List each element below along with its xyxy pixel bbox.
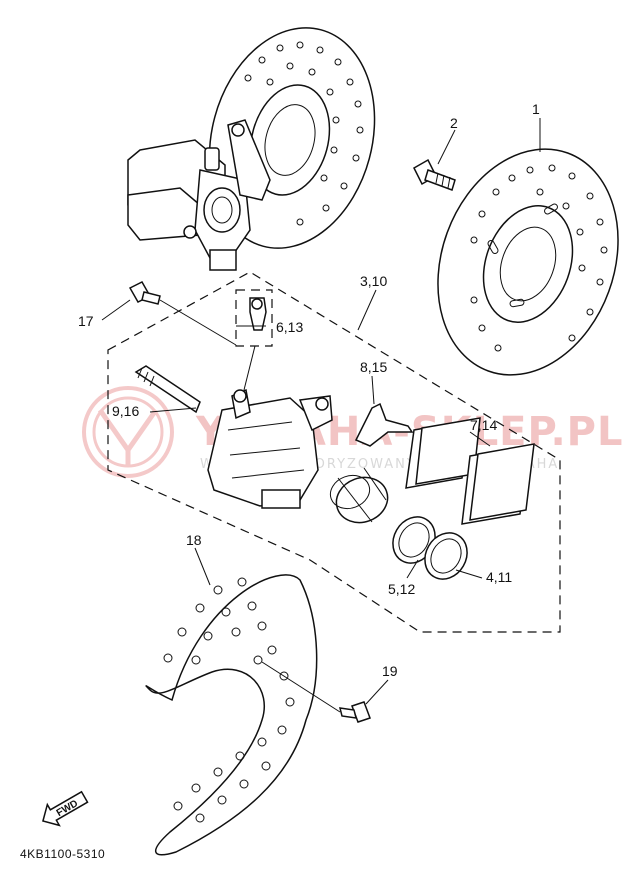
callout-3: 3,10 — [360, 273, 387, 289]
callout-8: 8,15 — [360, 359, 387, 375]
callout-9: 9,16 — [112, 403, 139, 419]
callout-2: 2 — [450, 115, 458, 131]
part-9-pin — [134, 365, 201, 414]
callout-19: 19 — [382, 663, 398, 679]
callout-18: 18 — [186, 532, 202, 548]
part-8-clip — [354, 402, 414, 447]
callout-17: 17 — [78, 313, 94, 329]
callout-5: 5,12 — [388, 581, 415, 597]
leader-lines — [101, 118, 541, 705]
part-piston — [329, 467, 389, 524]
caliper-assembled — [127, 119, 271, 271]
assembly-boundary — [107, 271, 561, 633]
callout-1: 1 — [532, 101, 540, 117]
callout-7: 7,14 — [470, 417, 497, 433]
fwd-arrow-icon: FWD — [42, 790, 89, 827]
part-19-bolt — [261, 661, 371, 723]
part-17-bolt — [128, 281, 237, 346]
part-4-seal — [424, 532, 468, 580]
fwd-label: FWD — [55, 798, 80, 819]
drawing-code: 4KB1100-5310 — [20, 847, 105, 861]
callout-labels: 1 2 3,10 4,11 5,12 6,13 7,14 8,15 9,16 1… — [78, 101, 540, 679]
watermark-logo — [82, 386, 174, 478]
watermark: YAMAHA-SKLEP.PL WIODĄCY AUTORYZOWANY DEA… — [82, 386, 622, 478]
part-6-bleed-screw — [235, 289, 273, 391]
part-7-pads — [405, 417, 535, 525]
part-3-caliper — [207, 388, 333, 509]
callout-6: 6,13 — [276, 319, 303, 335]
part-2-bolt — [413, 158, 456, 191]
part-18-disc-guard — [145, 574, 318, 856]
callout-4: 4,11 — [486, 569, 512, 585]
part-1-disc — [437, 148, 619, 376]
